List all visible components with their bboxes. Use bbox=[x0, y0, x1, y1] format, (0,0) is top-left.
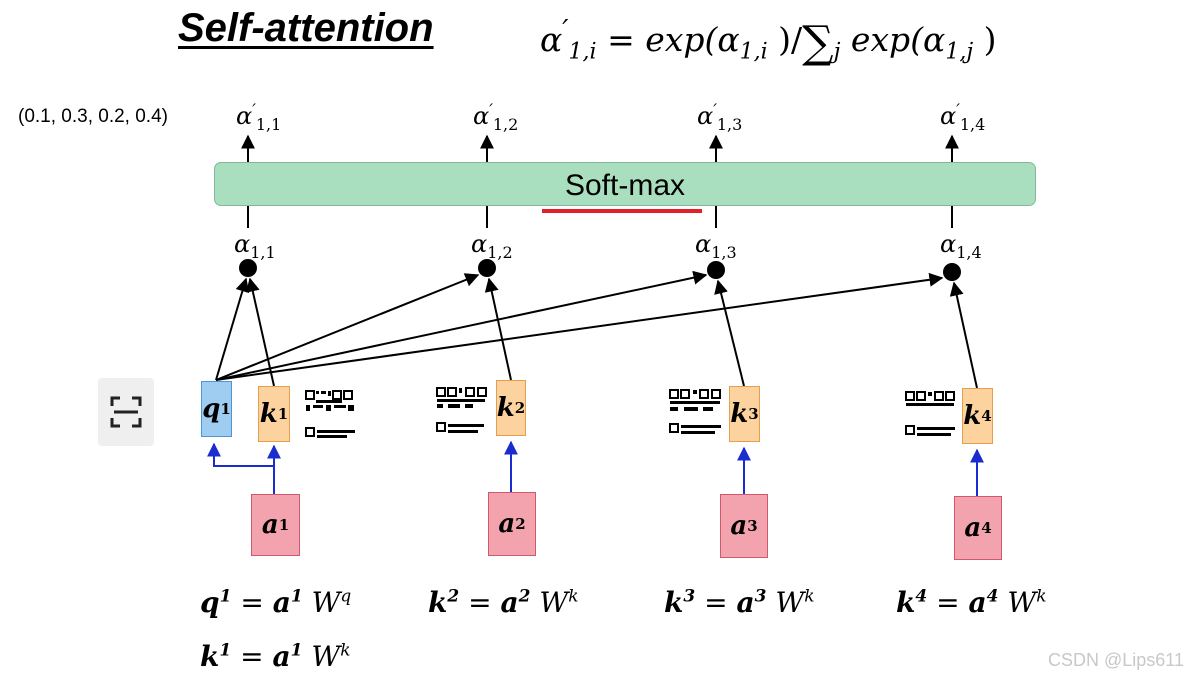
dot-product-node-4 bbox=[943, 263, 961, 281]
equation-k3: k3 = a3 Wk bbox=[664, 586, 815, 619]
softmax-output-vector: (0.1, 0.3, 0.2, 0.4) bbox=[18, 106, 168, 127]
output-label-3: α′1,3 bbox=[697, 100, 743, 134]
formula-equals: = bbox=[596, 20, 646, 59]
formula-arg-sub: 1,i bbox=[739, 39, 768, 65]
formula-arg-2-sub: 1,j bbox=[945, 39, 974, 65]
scan-button[interactable] bbox=[98, 378, 154, 446]
k1-to-node-arrow bbox=[245, 277, 275, 387]
softmax-red-underline bbox=[542, 209, 702, 213]
formula-prime: ′ bbox=[562, 14, 569, 46]
qr-code-icon bbox=[436, 387, 487, 433]
qr-code-icon bbox=[669, 389, 721, 434]
formula-divide: )/ bbox=[767, 20, 803, 59]
formula-sum: ∑ bbox=[802, 17, 834, 68]
score-label-1: α1,1 bbox=[234, 230, 276, 262]
qr-code-icon bbox=[905, 391, 955, 436]
k2-to-node-arrow bbox=[484, 277, 512, 381]
softmax-formula: α′1,i = exp(α1,i )/∑j exp(α1,j ) bbox=[540, 14, 997, 68]
page-title: Self-attention bbox=[178, 6, 434, 50]
score-label-4: α1,4 bbox=[940, 230, 982, 262]
dot-product-node-3 bbox=[707, 261, 725, 279]
q-to-node-4-arrow bbox=[215, 272, 944, 381]
qr-code-icon bbox=[305, 390, 355, 438]
k4-to-node-arrow bbox=[949, 281, 978, 389]
dot-product-node-1 bbox=[239, 259, 257, 277]
formula-lhs-sub: 1,i bbox=[568, 39, 597, 65]
q-to-node-2-arrow bbox=[215, 273, 480, 381]
dot-product-node-2 bbox=[478, 259, 496, 277]
equation-k2: k2 = a2 Wk bbox=[428, 586, 579, 619]
formula-exp-2: exp bbox=[840, 20, 911, 59]
formula-exp: exp bbox=[645, 20, 705, 59]
softmax-block: Soft-max bbox=[214, 162, 1036, 206]
scan-icon bbox=[110, 396, 142, 428]
q-to-node-1-arrow bbox=[215, 277, 250, 381]
formula-arg: (α bbox=[704, 20, 740, 59]
equation-q1: q1 = a1 Wq bbox=[200, 586, 352, 619]
q-to-node-3-arrow bbox=[215, 270, 708, 381]
formula-alpha: α bbox=[540, 20, 563, 59]
output-label-2: α′1,2 bbox=[473, 100, 519, 134]
output-label-4: α′1,4 bbox=[940, 100, 986, 134]
score-label-3: α1,3 bbox=[695, 230, 737, 262]
equation-k1: k1 = a1 Wk bbox=[200, 640, 351, 673]
a1-to-q1-arrow bbox=[207, 442, 275, 494]
watermark: CSDN @Lips611 bbox=[1048, 650, 1184, 670]
softmax-label: Soft-max bbox=[564, 169, 686, 202]
output-label-1: α′1,1 bbox=[236, 100, 282, 134]
formula-close: ) bbox=[973, 20, 997, 59]
score-label-2: α1,2 bbox=[471, 230, 513, 262]
equation-k4: k4 = a4 Wk bbox=[896, 586, 1047, 619]
k3-to-node-arrow bbox=[714, 279, 745, 387]
formula-sum-sub: j bbox=[833, 39, 841, 65]
formula-arg-2: (α bbox=[910, 20, 946, 59]
